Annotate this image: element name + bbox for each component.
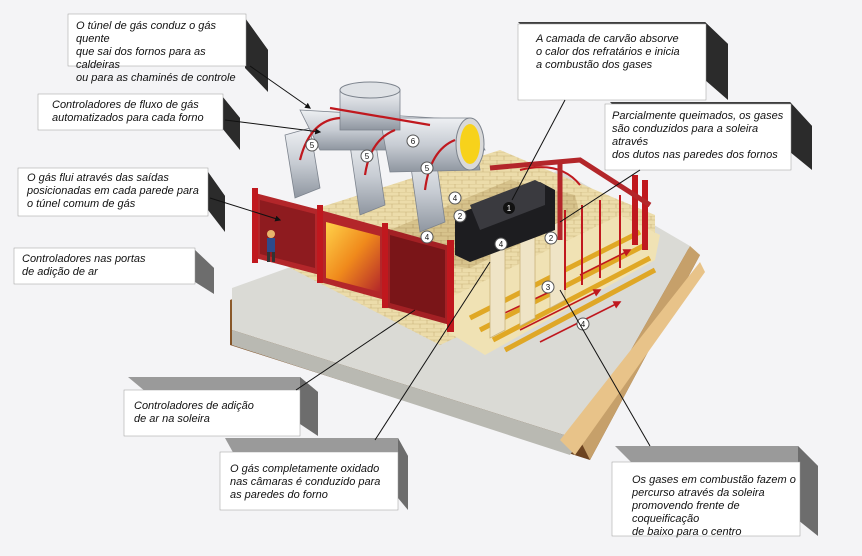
callout-line: percurso através da soleira xyxy=(632,487,765,499)
callout-line: O túnel de gás conduz o gás quente xyxy=(76,20,217,45)
callout-line: A camada de carvão absorve xyxy=(536,33,679,45)
red-frame xyxy=(489,157,652,240)
marker-number: 3 xyxy=(546,283,551,292)
callout-line: as paredes do forno xyxy=(230,489,328,501)
marker-1 xyxy=(503,202,515,214)
callout-line: promovendo frente de coqueificação xyxy=(632,500,740,525)
callout-gas-outlets: O gás flui através das saídas posicionad… xyxy=(27,172,207,211)
marker-4d xyxy=(448,191,462,205)
marker-5c xyxy=(420,161,434,175)
worker-figure xyxy=(267,230,275,262)
marker-number: 5 xyxy=(310,141,315,150)
marker-number: 1 xyxy=(507,204,512,213)
callout-line: nas câmaras é conduzido para xyxy=(230,476,381,488)
marker-number: 5 xyxy=(365,152,370,161)
callout-line: Controladores nas portas xyxy=(22,253,146,265)
marker-number: 4 xyxy=(453,194,458,203)
marker-6 xyxy=(406,134,420,148)
gas-ducts xyxy=(284,81,486,233)
callout-sole-air: Controladores de adição de ar na soleira xyxy=(134,400,294,426)
marker-4b xyxy=(494,237,508,251)
callout-line: que sai dos fornos para as caldeiras xyxy=(76,46,206,71)
marker-3 xyxy=(541,280,555,294)
front-doors xyxy=(252,175,648,332)
callout-line: O gás completamente oxidado xyxy=(230,463,380,475)
leader-lines xyxy=(209,65,651,447)
callout-line: Controladores de adição xyxy=(134,400,254,412)
marker-number: 4 xyxy=(581,320,586,329)
callout-line: posicionadas em cada parede para xyxy=(27,185,199,197)
marker-5b xyxy=(360,149,374,163)
callout-oxidized-gas: O gás completamente oxidado nas câmaras … xyxy=(230,463,396,502)
callout-flow-controllers: Controladores de fluxo de gás automatiza… xyxy=(52,99,222,125)
marker-labels: 1 2 2 3 4 4 4 4 5 5 5 6 xyxy=(310,137,586,329)
callout-door-air: Controladores nas portas de adição de ar xyxy=(22,253,192,279)
callout-line: Controladores de fluxo de gás xyxy=(52,99,199,111)
marker-2a xyxy=(453,209,467,223)
callout-line: o calor dos refratários e inicia xyxy=(536,46,680,58)
callout-combustion-path: Os gases em combustão fazem o percurso a… xyxy=(632,474,800,539)
callout-line: ou para as chaminés de controle xyxy=(76,72,236,84)
callout-line: automatizados para cada forno xyxy=(52,112,204,124)
marker-4a xyxy=(420,230,434,244)
callout-line: Parcialmente queimados, os gases xyxy=(612,110,784,122)
callout-line: são conduzidos para a soleira através xyxy=(612,123,759,148)
callout-line: a combustão dos gases xyxy=(536,59,653,71)
number-markers xyxy=(305,134,590,331)
callout-line: de baixo para o centro xyxy=(632,526,742,538)
marker-number: 2 xyxy=(549,234,554,243)
callout-line: dos dutos nas paredes dos fornos xyxy=(612,149,778,161)
callout-partially-burned: Parcialmente queimados, os gases são con… xyxy=(612,110,792,162)
callout-gas-tunnel: O túnel de gás conduz o gás quente que s… xyxy=(76,20,246,85)
marker-number: 6 xyxy=(411,137,416,146)
marker-number: 2 xyxy=(458,212,463,221)
callout-line: O gás flui através das saídas xyxy=(27,172,169,184)
marker-number: 5 xyxy=(425,164,430,173)
callout-coal-layer: A camada de carvão absorve o calor dos r… xyxy=(536,33,702,72)
marker-number: 4 xyxy=(425,233,430,242)
callout-line: de adição de ar xyxy=(22,266,98,278)
marker-5a xyxy=(305,138,319,152)
callout-boxes xyxy=(13,13,818,537)
callout-line: Os gases em combustão fazem o xyxy=(632,474,796,486)
marker-2b xyxy=(544,231,558,245)
marker-number: 4 xyxy=(499,240,504,249)
callout-line: de ar na soleira xyxy=(134,413,210,425)
callout-line: o túnel comum de gás xyxy=(27,198,136,210)
